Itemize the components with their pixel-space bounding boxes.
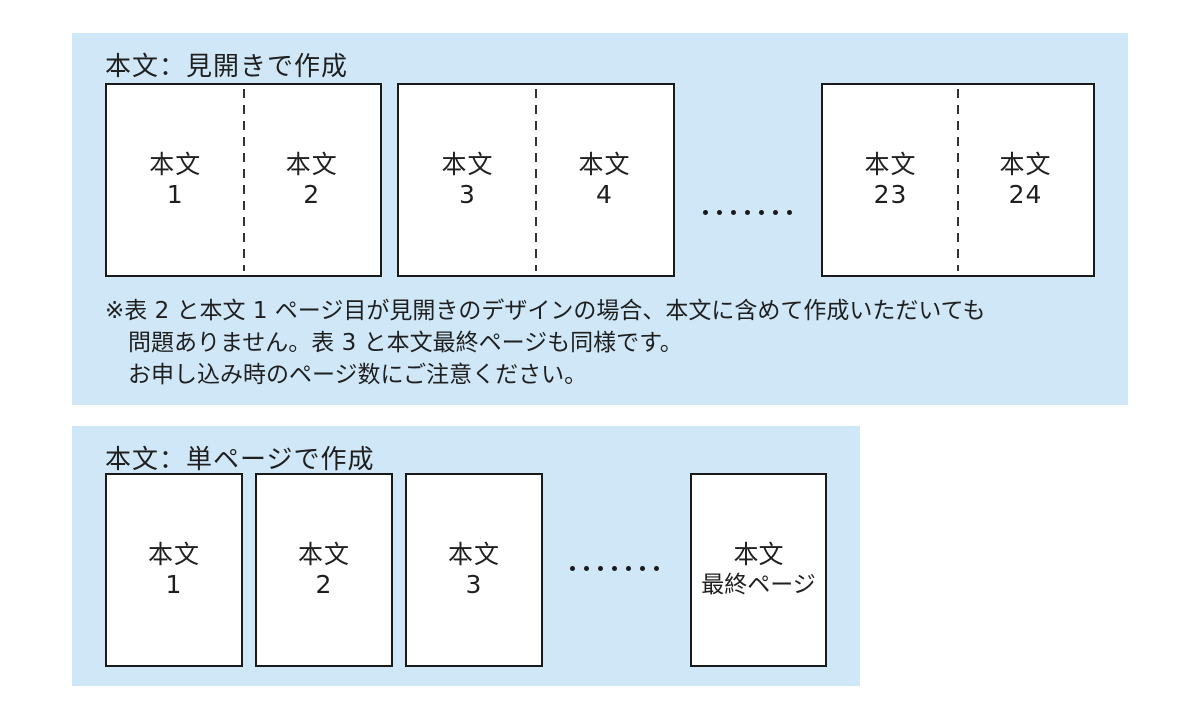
page-label: 本文 [578, 150, 631, 179]
page-label: 本文 [285, 150, 338, 179]
page-number: 3 [459, 180, 476, 209]
page-number: 4 [596, 180, 613, 209]
page-label: 本文 [999, 150, 1052, 179]
spread-3-left-page: 本文 23 [823, 85, 958, 275]
spread-1: 本文 1 本文 2 [105, 83, 382, 277]
single-page-3: 本文 3 [405, 473, 543, 667]
page-number: 1 [165, 570, 183, 599]
page-label: 本文 [297, 540, 350, 569]
single-page-1: 本文 1 [105, 473, 243, 667]
page-label: 本文 [864, 150, 917, 179]
ellipsis-dots-icon [703, 210, 792, 215]
note-line-1: ※表 2 と本文 1 ページ目が見開きのデザインの場合、本文に含めて作成いただい… [105, 298, 986, 324]
spread-3: 本文 23 本文 24 [821, 83, 1095, 277]
page-number: 3 [465, 570, 483, 599]
page-number: 2 [303, 180, 321, 209]
page-number: 2 [315, 570, 333, 599]
note-line-2: 問題ありません。表 3 と本文最終ページも同様です。 [128, 330, 683, 356]
spread-section-title: 本文：見開きで作成 [105, 52, 349, 82]
spread-1-right-page: 本文 2 [244, 85, 381, 275]
page-number: 1 [166, 180, 184, 209]
spread-2-right-page: 本文 4 [536, 85, 673, 275]
page-label: 本文 [447, 540, 500, 569]
single-page-section-panel: 本文：単ページで作成 本文 1 本文 2 本文 3 本文 最終ページ [72, 426, 860, 686]
spread-3-right-page: 本文 24 [958, 85, 1093, 275]
spread-gutter-dashed-line [535, 89, 537, 271]
single-page-2: 本文 2 [255, 473, 393, 667]
spread-section-note: ※表 2 と本文 1 ページ目が見開きのデザインの場合、本文に含めて作成いただい… [105, 295, 985, 391]
page-label: 本文 [441, 150, 494, 179]
single-section-title: 本文：単ページで作成 [105, 445, 375, 475]
spread-2: 本文 3 本文 4 [397, 83, 675, 277]
single-page-last: 本文 最終ページ [690, 473, 827, 667]
page-label: 本文 [149, 150, 202, 179]
spread-gutter-dashed-line [242, 89, 245, 271]
spread-2-left-page: 本文 3 [399, 85, 536, 275]
page-number: 24 [1008, 180, 1043, 209]
note-line-3: お申し込み時のページ数にご注意ください。 [128, 362, 588, 388]
page-label: 本文 [147, 540, 200, 569]
page-number: 最終ページ [701, 572, 816, 598]
spread-1-left-page: 本文 1 [107, 85, 244, 275]
page-number: 23 [873, 180, 908, 209]
spread-section-panel: 本文：見開きで作成 本文 1 本文 2 本文 3 本文 4 [72, 33, 1128, 405]
ellipsis-dots-icon [570, 566, 659, 571]
spread-gutter-dashed-line [957, 89, 959, 271]
page-label: 本文 [733, 540, 784, 569]
